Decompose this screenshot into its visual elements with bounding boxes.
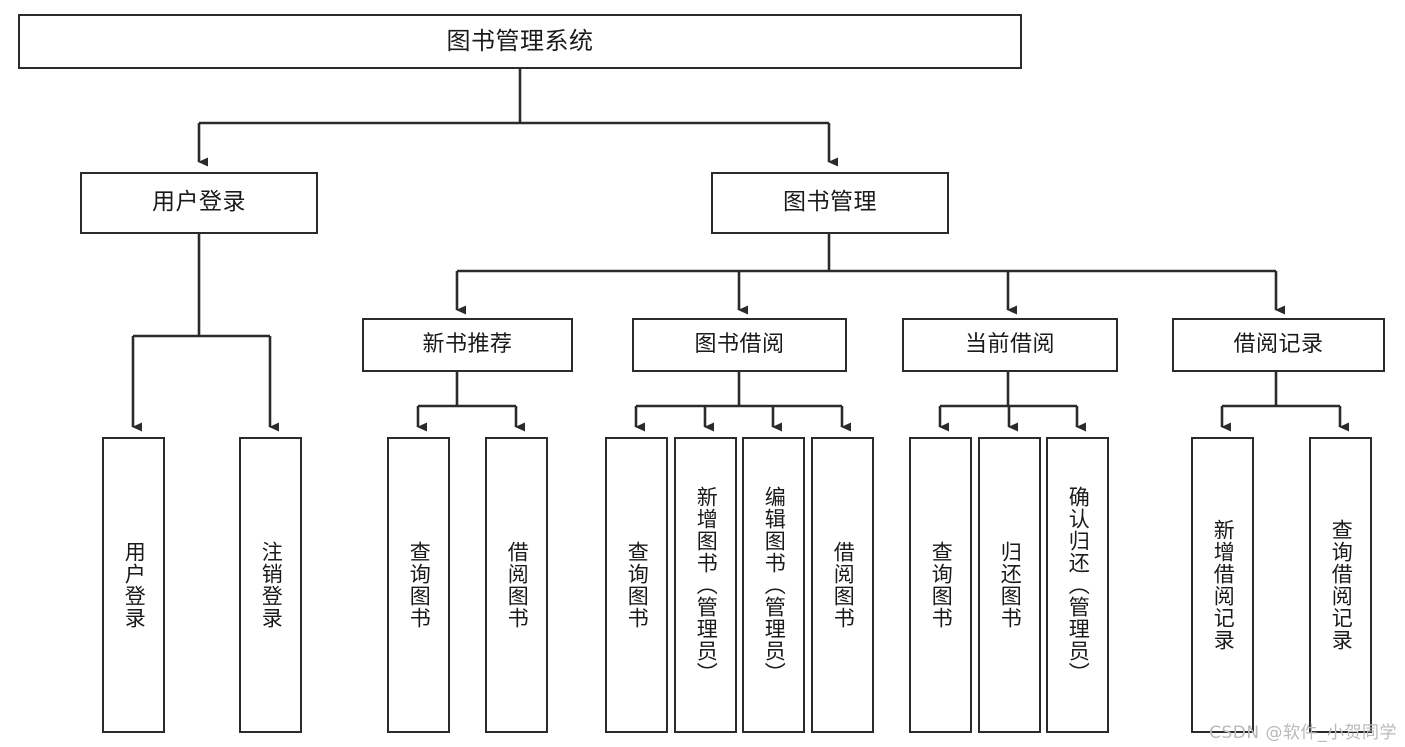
- node-borrow-record-label: 借阅记录: [1233, 332, 1324, 358]
- leaf-add-borrow-record[interactable]: 新增借阅记录: [1191, 437, 1254, 733]
- leaf-edit-book-label: 编辑图书（管理员）: [762, 486, 787, 684]
- leaf-query-book-3[interactable]: 查询图书: [909, 437, 972, 733]
- leaf-query-borrow-record[interactable]: 查询借阅记录: [1309, 437, 1372, 733]
- leaf-confirm-return[interactable]: 确认归还（管理员）: [1046, 437, 1109, 733]
- leaf-return-book-label: 归还图书: [998, 541, 1023, 629]
- leaf-edit-book[interactable]: 编辑图书（管理员）: [742, 437, 805, 733]
- leaf-borrow-book-1-label: 借阅图书: [505, 541, 530, 629]
- node-current-borrow[interactable]: 当前借阅: [902, 318, 1118, 372]
- leaf-add-borrow-record-label: 新增借阅记录: [1211, 519, 1236, 651]
- node-current-borrow-label: 当前借阅: [964, 332, 1055, 358]
- leaf-add-book[interactable]: 新增图书（管理员）: [674, 437, 737, 733]
- leaf-borrow-book-2-label: 借阅图书: [831, 541, 856, 629]
- leaf-confirm-return-label: 确认归还（管理员）: [1066, 486, 1091, 684]
- node-book-borrow[interactable]: 图书借阅: [632, 318, 847, 372]
- leaf-query-book-1-label: 查询图书: [407, 541, 432, 629]
- leaf-logout[interactable]: 注销登录: [239, 437, 302, 733]
- leaf-add-book-label: 新增图书（管理员）: [694, 486, 719, 684]
- leaf-query-book-2[interactable]: 查询图书: [605, 437, 668, 733]
- node-new-book-recommend-label: 新书推荐: [422, 332, 513, 358]
- node-root[interactable]: 图书管理系统: [18, 14, 1022, 69]
- node-book-manage-label: 图书管理: [783, 189, 877, 216]
- leaf-borrow-book-2[interactable]: 借阅图书: [811, 437, 874, 733]
- node-user-login[interactable]: 用户登录: [80, 172, 318, 234]
- leaf-logout-label: 注销登录: [259, 541, 284, 629]
- leaf-query-borrow-record-label: 查询借阅记录: [1329, 519, 1354, 651]
- node-root-label: 图书管理系统: [446, 27, 594, 56]
- leaf-return-book[interactable]: 归还图书: [978, 437, 1041, 733]
- node-book-borrow-label: 图书借阅: [694, 332, 785, 358]
- leaf-user-login[interactable]: 用户登录: [102, 437, 165, 733]
- leaf-borrow-book-1[interactable]: 借阅图书: [485, 437, 548, 733]
- leaf-query-book-1[interactable]: 查询图书: [387, 437, 450, 733]
- node-book-manage[interactable]: 图书管理: [711, 172, 949, 234]
- node-new-book-recommend[interactable]: 新书推荐: [362, 318, 573, 372]
- node-user-login-label: 用户登录: [152, 189, 246, 216]
- leaf-user-login-label: 用户登录: [122, 541, 147, 629]
- node-borrow-record[interactable]: 借阅记录: [1172, 318, 1385, 372]
- leaf-query-book-2-label: 查询图书: [625, 541, 650, 629]
- leaf-query-book-3-label: 查询图书: [929, 541, 954, 629]
